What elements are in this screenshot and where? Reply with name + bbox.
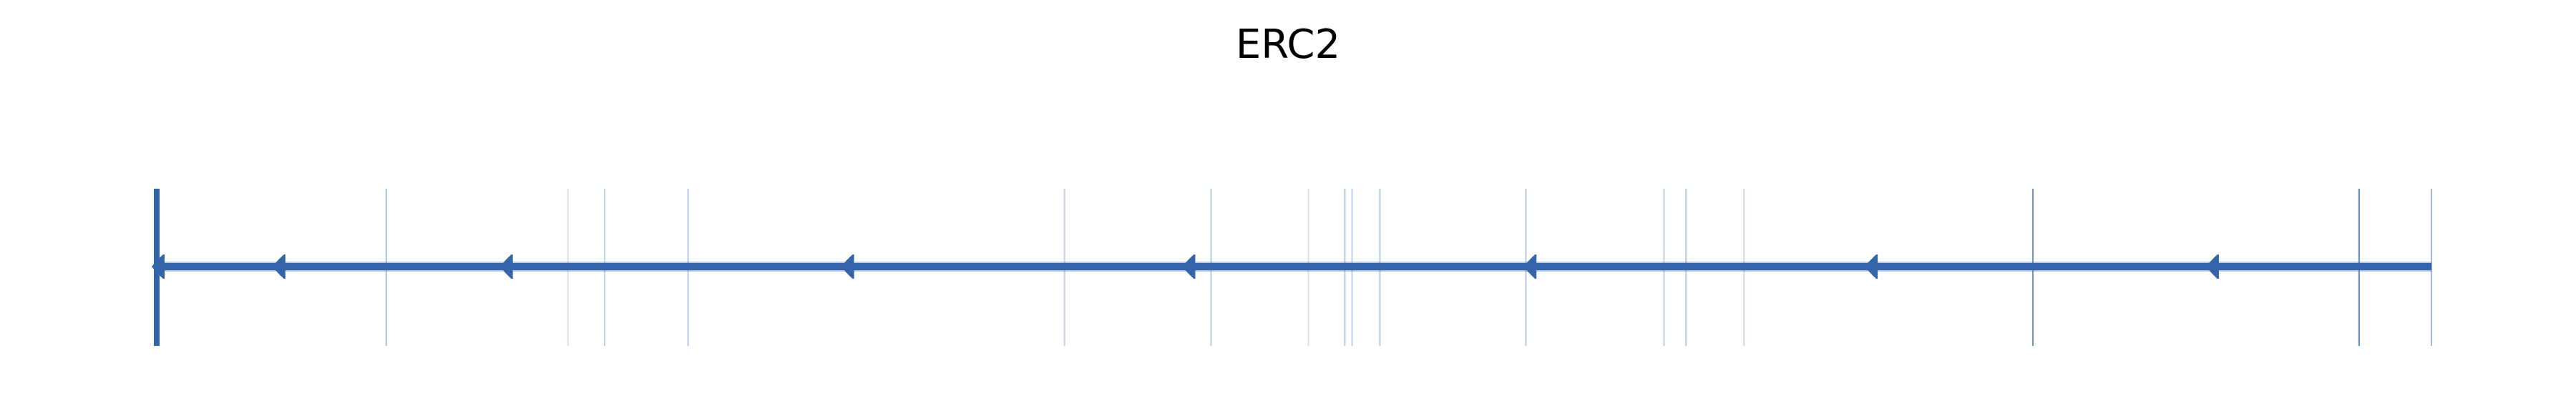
- strand-arrow-icon: [499, 254, 513, 279]
- strand-arrow-icon: [1865, 254, 1878, 279]
- strand-arrow-icon: [1182, 254, 1196, 279]
- strand-arrow-icon: [2205, 254, 2219, 279]
- intron-line-halo: [154, 262, 2431, 272]
- intron-line: [154, 263, 2431, 270]
- strand-arrow-icon: [841, 254, 854, 279]
- strand-arrow-icon: [272, 254, 286, 279]
- gene-title: ERC2: [1235, 21, 1341, 68]
- strand-arrow-icon: [1523, 254, 1537, 279]
- strand-arrow-icon: [151, 254, 165, 279]
